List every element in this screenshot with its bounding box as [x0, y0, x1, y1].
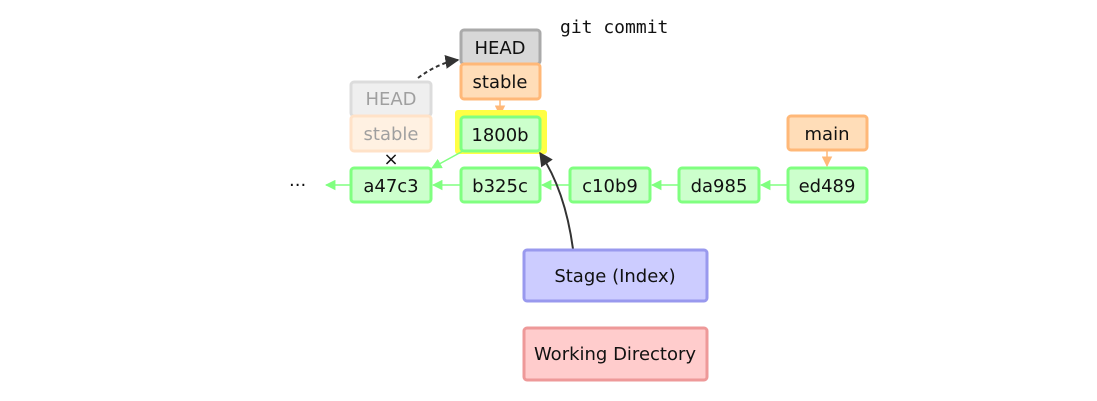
edge-1800b-a47c3: [431, 150, 464, 169]
commit-c10b9: [568, 166, 652, 204]
head-label: HEAD: [474, 38, 525, 59]
commit-da985-label: da985: [691, 176, 748, 197]
commit-ed489: [786, 166, 869, 204]
stage-to-commit-arrow: [539, 151, 574, 250]
commit-da985: [677, 166, 761, 204]
removed-marker: ×: [383, 149, 398, 170]
old-stable-box: [349, 114, 433, 153]
old-stable-label: stable: [364, 124, 419, 145]
stage-index-box: [522, 248, 709, 303]
commit-a47c3: [349, 166, 433, 204]
commit-b325c: [459, 166, 542, 204]
old-head-box: [349, 80, 433, 118]
stage-index-label: Stage (Index): [554, 266, 675, 287]
old-head-stable-group: HEAD stable: [349, 80, 433, 153]
commit-a47c3-label: a47c3: [363, 176, 418, 197]
stable-branch-label: stable: [473, 72, 528, 93]
working-directory-label: Working Directory: [534, 344, 696, 365]
commit-1800b-label: 1800b: [471, 125, 528, 146]
commit-b325c-label: b325c: [472, 176, 528, 197]
main-branch-label: main: [805, 124, 850, 145]
command-label: git commit: [560, 17, 668, 38]
commit-c10b9-label: c10b9: [582, 176, 638, 197]
commit-ed489-label: ed489: [799, 176, 856, 197]
working-directory-box: [522, 326, 709, 382]
old-head-label: HEAD: [365, 89, 416, 110]
head-move-arrow: [417, 54, 460, 79]
history-ellipsis: ···: [289, 175, 306, 196]
commit-1800b: [459, 115, 542, 153]
